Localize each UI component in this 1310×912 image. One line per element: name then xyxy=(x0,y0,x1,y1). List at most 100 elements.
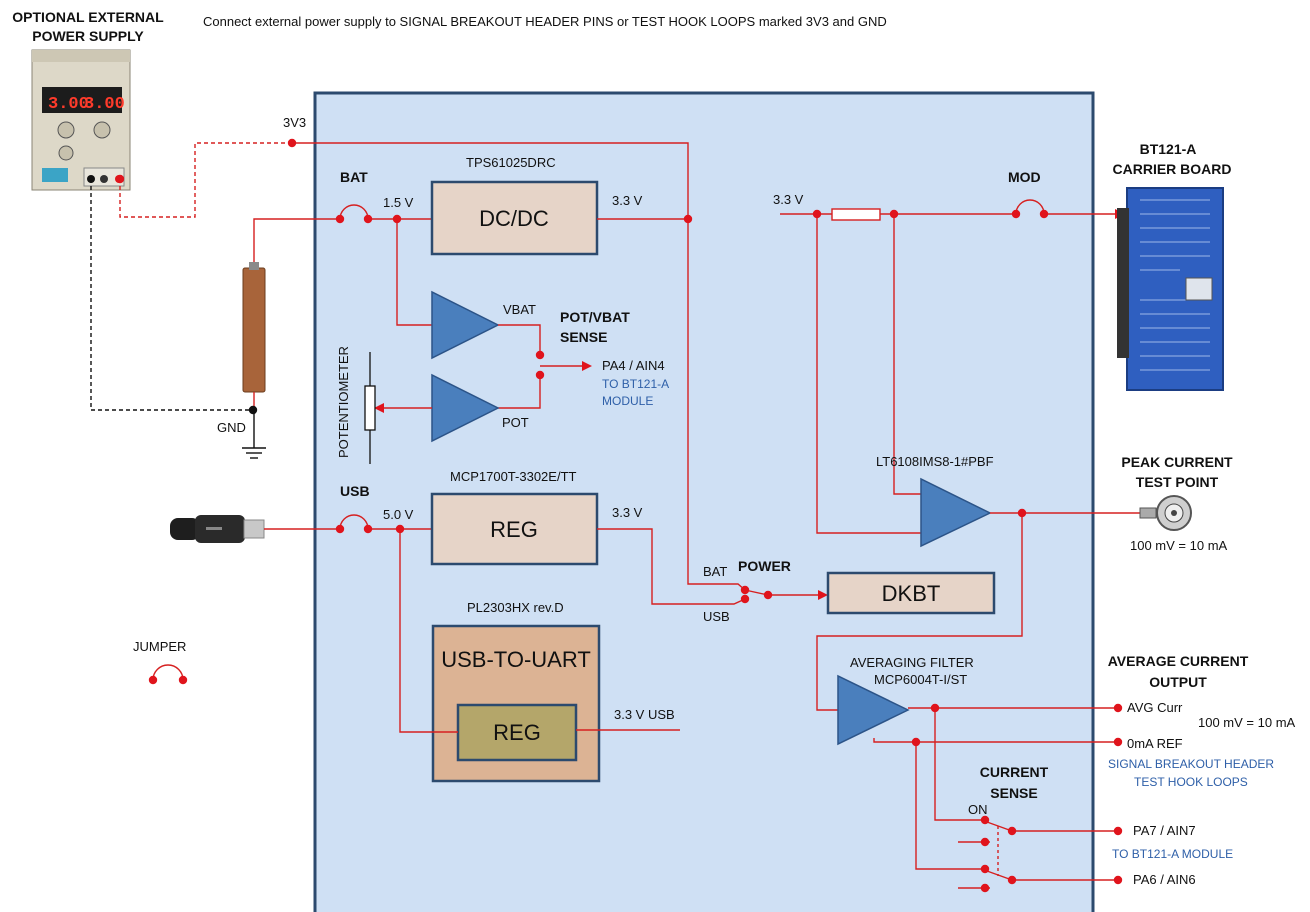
bat-jumper-icon xyxy=(339,204,369,220)
junction-dot xyxy=(1113,875,1123,885)
breakout-label-1: SIGNAL BREAKOUT HEADER xyxy=(1108,757,1274,771)
junction-dot xyxy=(980,837,990,847)
peak-scale-label: 100 mV = 10 mA xyxy=(1130,538,1228,553)
junction-dot xyxy=(1011,209,1021,219)
pa7-label: PA7 / AIN7 xyxy=(1133,823,1196,838)
to-module-label-1: TO BT121-A xyxy=(602,377,669,391)
lt-part-label: LT6108IMS8-1#PBF xyxy=(876,454,994,469)
current-sense-switch-ain6[interactable] xyxy=(986,870,1013,881)
junction-dot xyxy=(980,815,990,825)
dcdc-label: DC/DC xyxy=(479,206,549,231)
avg-curr-label: AVG Curr xyxy=(1127,700,1183,715)
avg-scale-label: 100 mV = 10 mA xyxy=(1198,715,1296,730)
current-sense-switch-ain7[interactable] xyxy=(986,821,1013,832)
potentiometer-icon xyxy=(364,352,376,464)
junction-dot xyxy=(1039,209,1049,219)
uart-reg-block xyxy=(456,703,578,762)
dkbt-label: DKBT xyxy=(882,581,941,606)
avg-out-label-2: OUTPUT xyxy=(1149,674,1207,690)
power-usb-label: USB xyxy=(703,609,730,624)
pot-label: POT xyxy=(502,415,529,430)
peak-label-2: TEST POINT xyxy=(1136,474,1219,490)
v-5-0-label: 5.0 V xyxy=(383,507,414,522)
junction-dot xyxy=(363,214,373,224)
v-3-3-dcdc-label: 3.3 V xyxy=(612,193,643,208)
svg-text:3.00: 3.00 xyxy=(84,95,125,114)
junction-dot xyxy=(740,594,750,604)
ext-supply-gnd-wire xyxy=(90,179,253,411)
dkbt-block xyxy=(826,571,996,615)
junction-dot xyxy=(683,214,693,224)
reg-label: REG xyxy=(490,517,538,542)
cs-on-label: ON xyxy=(968,802,988,817)
avg-out-label-1: AVERAGE CURRENT xyxy=(1108,653,1249,669)
junction-dot xyxy=(1007,875,1017,885)
junction-dot xyxy=(1017,508,1027,518)
junction-dot xyxy=(335,214,345,224)
breakout-label-2: TEST HOOK LOOPS xyxy=(1134,775,1248,789)
junction-dot xyxy=(395,524,405,534)
dcdc-block xyxy=(430,180,599,256)
sense-resistor xyxy=(831,208,881,221)
usb-jumper-icon xyxy=(339,514,369,530)
junction-dot xyxy=(1113,703,1123,713)
averaging-filter-amplifier xyxy=(837,674,910,746)
junction-dot xyxy=(980,883,990,893)
bat-wire xyxy=(253,218,340,262)
junction-dot xyxy=(763,590,773,600)
net-3v3-label: 3V3 xyxy=(283,115,306,130)
junction-dot xyxy=(148,675,158,685)
current-sense-label-2: SENSE xyxy=(990,785,1037,801)
v-1-5-label: 1.5 V xyxy=(383,195,414,210)
carrier-label-1: BT121-A xyxy=(1140,141,1197,157)
potentiometer-label: POTENTIOMETER xyxy=(336,346,351,458)
usb-label: USB xyxy=(340,483,370,499)
junction-dot xyxy=(740,585,750,595)
svg-text:3.00: 3.00 xyxy=(48,95,89,114)
pa4-label: PA4 / AIN4 xyxy=(602,358,665,373)
junction-dot xyxy=(1113,826,1123,836)
external-supply-title-2: POWER SUPPLY xyxy=(32,28,144,44)
junction-dot xyxy=(1113,737,1123,747)
reg-part-label: MCP1700T-3302E/TT xyxy=(450,469,577,484)
power-bat-label: BAT xyxy=(703,564,727,579)
junction-dot xyxy=(889,209,899,219)
ref-0ma-label: 0mA REF xyxy=(1127,736,1183,751)
filter-part-label: MCP6004T-I/ST xyxy=(874,672,967,687)
mod-label: MOD xyxy=(1008,169,1041,185)
ground-symbol-icon xyxy=(242,447,266,459)
junction-dot xyxy=(392,214,402,224)
pot-vbat-sense-label-1: POT/VBAT xyxy=(560,309,630,325)
to-module-label-2: MODULE xyxy=(602,394,653,408)
junction-dot xyxy=(980,864,990,874)
vbat-amplifier xyxy=(431,290,500,360)
pot-vbat-sense-label-2: SENSE xyxy=(560,329,607,345)
junction-dot xyxy=(930,703,940,713)
power-supply-icon: 3.00 3.00 xyxy=(31,49,131,191)
instruction-text: Connect external power supply to SIGNAL … xyxy=(203,14,887,29)
vbat-label: VBAT xyxy=(503,302,536,317)
filter-label: AVERAGING FILTER xyxy=(850,655,974,670)
bnc-connector-icon xyxy=(1139,495,1192,531)
junction-dot xyxy=(178,675,188,685)
external-supply-title-1: OPTIONAL EXTERNAL xyxy=(12,9,164,25)
v-3-3-mod-label: 3.3 V xyxy=(773,192,804,207)
uart-reg-label: REG xyxy=(493,720,541,745)
ext-supply-3v3-wire xyxy=(119,142,292,218)
junction-dot xyxy=(248,405,258,415)
to-module-full-label: TO BT121-A MODULE xyxy=(1112,847,1233,861)
carrier-board-icon xyxy=(1117,187,1224,391)
gnd-label: GND xyxy=(217,420,246,435)
v-3-3-usb-label: 3.3 V USB xyxy=(614,707,675,722)
peak-label-1: PEAK CURRENT xyxy=(1121,454,1233,470)
dcdc-part-label: TPS61025DRC xyxy=(466,155,556,170)
carrier-label-2: CARRIER BOARD xyxy=(1113,161,1232,177)
jumper-legend-icon xyxy=(152,664,184,681)
mod-jumper-icon xyxy=(1015,199,1045,215)
net-3v3-wire xyxy=(292,142,746,591)
junction-dot xyxy=(115,174,125,184)
junction-dot xyxy=(535,370,545,380)
junction-dot xyxy=(1007,826,1017,836)
junction-dot xyxy=(812,209,822,219)
